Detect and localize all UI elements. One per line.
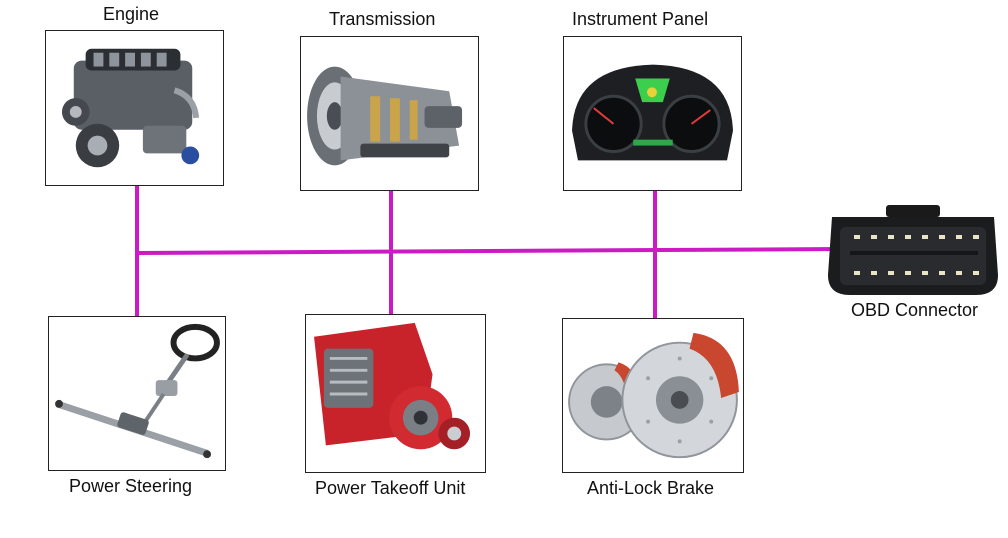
transmission-node[interactable] — [300, 36, 479, 191]
power-takeoff-icon — [314, 322, 471, 450]
transmission-icon — [307, 66, 463, 166]
anti-lock-brake-label: Anti-Lock Brake — [587, 478, 715, 498]
engine-node[interactable] — [45, 30, 224, 186]
engine-icon — [61, 48, 200, 168]
brake-disc-icon — [568, 332, 739, 459]
power-steering-node[interactable] — [48, 316, 226, 471]
obd-connector-icon — [828, 205, 998, 295]
instrument-panel-label: Instrument Panel — [572, 9, 709, 29]
power-steering-icon — [55, 323, 220, 459]
anti-lock-brake-node[interactable] — [562, 318, 744, 473]
obd-connector-label: OBD Connector — [851, 300, 979, 320]
instrument-panel-node[interactable] — [563, 36, 742, 191]
transmission-label: Transmission — [329, 9, 436, 29]
engine-label: Engine — [103, 4, 160, 24]
obd-connector-node[interactable] — [826, 205, 1000, 297]
instrument-panel-icon — [572, 64, 733, 161]
bus-trunk-line — [136, 247, 841, 255]
power-takeoff-label: Power Takeoff Unit — [315, 478, 466, 498]
power-takeoff-node[interactable] — [305, 314, 486, 473]
power-steering-label: Power Steering — [69, 476, 193, 496]
